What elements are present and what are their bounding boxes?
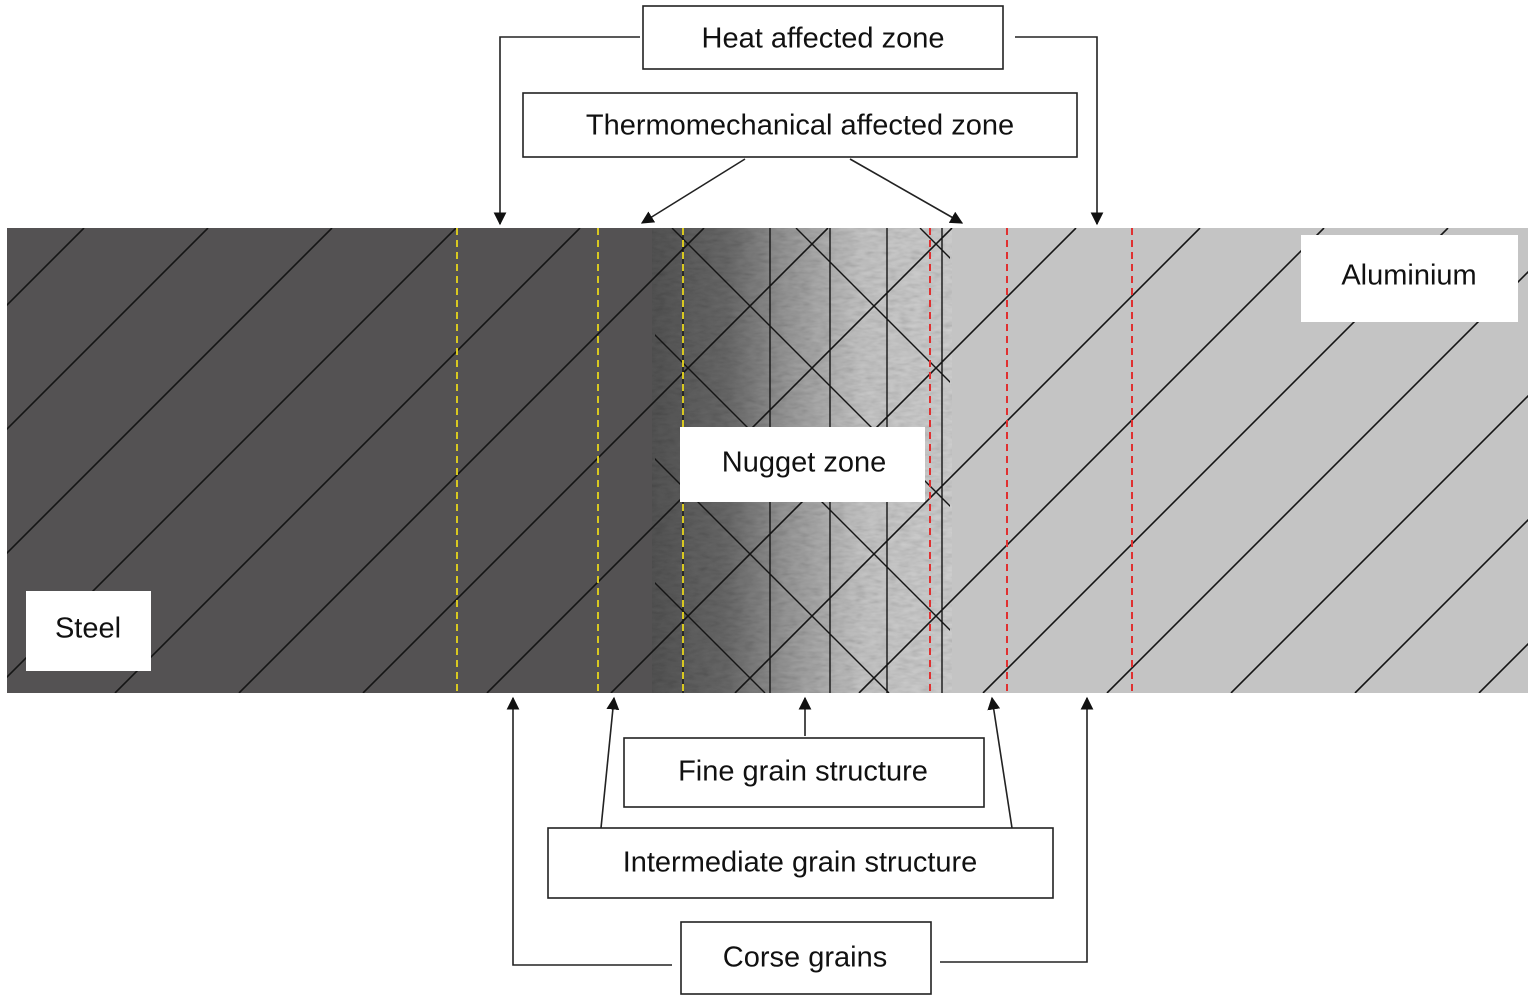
cross-hatch-line — [795, 228, 950, 383]
thermomechanical-zone-label: Thermomechanical affected zone — [522, 92, 1078, 158]
hatch-line — [7, 228, 209, 431]
hatch-line — [734, 228, 1201, 693]
hatch-line — [238, 228, 705, 693]
intermediate-left-arrow — [600, 696, 620, 829]
hatch-line — [1354, 518, 1528, 693]
tmaz-left-arrow — [640, 158, 746, 224]
nugget-zone-text: Nugget zone — [722, 447, 886, 479]
hatch-line — [362, 228, 829, 693]
coarse-left-arrow — [506, 696, 672, 966]
arrows — [493, 36, 1104, 966]
steel-text: Steel — [55, 613, 121, 645]
fine-grain-text: Fine grain structure — [678, 756, 928, 788]
hatch-line — [7, 228, 333, 555]
intermediate-grain-text: Intermediate grain structure — [623, 847, 978, 879]
haz-left-arrow — [493, 36, 640, 226]
thermomechanical-zone-text: Thermomechanical affected zone — [586, 110, 1014, 142]
nugget-zone-label: Nugget zone — [680, 427, 925, 502]
heat-affected-zone-text: Heat affected zone — [702, 23, 945, 55]
fine-grain-label: Fine grain structure — [623, 737, 985, 808]
hatch-line — [1230, 394, 1528, 693]
coarse-grains-text: Corse grains — [723, 942, 887, 974]
cross-hatch-line — [655, 582, 766, 693]
coarse-right-arrow — [940, 696, 1094, 963]
coarse-grains-label: Corse grains — [680, 921, 932, 995]
tmaz-right-arrow — [849, 158, 964, 224]
aluminium-label: Aluminium — [1301, 235, 1518, 322]
intermediate-right-arrow — [987, 696, 1013, 829]
steel-label: Steel — [26, 591, 151, 671]
cross-hatch-line — [655, 458, 890, 693]
hatch-line — [858, 228, 1325, 693]
hatch-line — [114, 228, 581, 693]
heat-affected-zone-label: Heat affected zone — [642, 5, 1004, 70]
haz-right-arrow — [1015, 36, 1104, 226]
aluminium-text: Aluminium — [1341, 260, 1476, 292]
intermediate-grain-label: Intermediate grain structure — [547, 827, 1054, 899]
